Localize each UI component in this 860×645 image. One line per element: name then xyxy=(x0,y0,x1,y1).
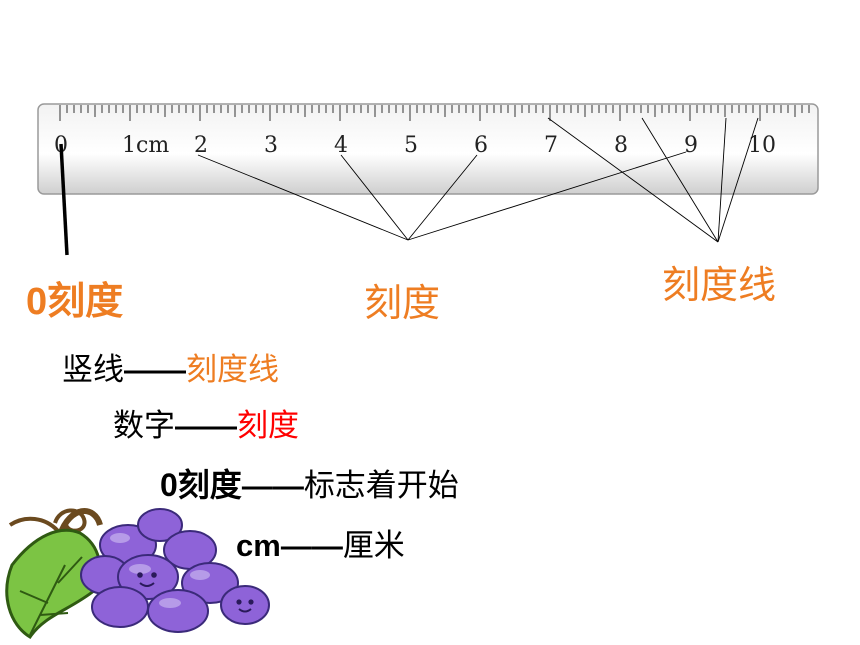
definition-dash: —— xyxy=(175,408,237,443)
definition-row: 数字——刻度 xyxy=(113,400,299,445)
definition-term: 竖线 xyxy=(62,352,124,388)
definition-row: 竖线——刻度线 xyxy=(62,344,279,389)
number-mark-callout: 刻度 xyxy=(364,281,441,325)
ruler-number: 4 xyxy=(334,133,348,158)
definition-dash: —— xyxy=(124,352,186,387)
definition-meaning: 刻度线 xyxy=(186,352,279,388)
definition-row: cm——厘米 xyxy=(236,520,405,565)
definition-row: 0刻度——标志着开始 xyxy=(160,460,459,506)
ruler-number: 2 xyxy=(194,133,208,158)
grapes-icon xyxy=(5,508,270,640)
tick-pointer-lines xyxy=(547,117,759,243)
definition-dash: —— xyxy=(241,468,304,503)
definition-term: cm xyxy=(236,528,281,563)
definition-meaning: 标志着开始 xyxy=(303,468,459,504)
definition-meaning: 厘米 xyxy=(342,528,405,564)
ruler-number: 6 xyxy=(474,133,488,158)
definition-meaning: 刻度 xyxy=(237,408,299,444)
definition-term: 0刻度 xyxy=(160,467,242,503)
ruler-number: 5 xyxy=(404,133,418,158)
tick-line-callout: 刻度线 xyxy=(662,263,777,307)
zero-pointer-line xyxy=(59,143,69,256)
ruler-unit-label: 1cm xyxy=(122,133,169,158)
ruler-number: 10 xyxy=(748,133,776,158)
definition-dash: —— xyxy=(280,528,343,563)
ruler-ticks xyxy=(59,105,810,121)
zero-mark-callout: 0刻度 xyxy=(26,281,124,323)
ruler-number: 3 xyxy=(264,133,278,158)
number-pointer-lines xyxy=(197,151,687,241)
definition-term: 数字 xyxy=(113,408,175,444)
ruler-numbers: 02345678910 xyxy=(54,133,776,158)
ruler-number: 7 xyxy=(544,133,558,158)
ruler-number: 8 xyxy=(614,133,628,158)
ruler-number: 9 xyxy=(684,133,698,158)
